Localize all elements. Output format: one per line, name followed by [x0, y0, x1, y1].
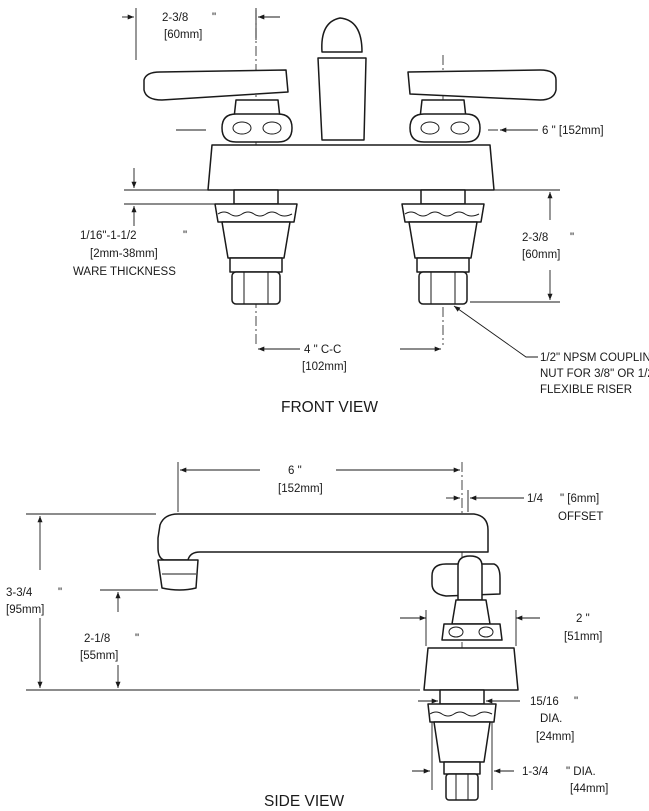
nut-dia-mm: [44mm]	[570, 783, 608, 795]
ware-thickness-inches: 1/16"-1-1/2	[80, 230, 137, 242]
left-hex-lower	[231, 271, 281, 305]
side-coupling-nut	[433, 721, 491, 763]
ware-thickness-mm: [2mm-38mm]	[90, 248, 158, 260]
left-locknut	[214, 203, 298, 223]
body-depth-inches: 2 "	[576, 613, 590, 625]
spout-clearance-inches: 2-1/8	[84, 633, 110, 645]
side-shank	[439, 689, 485, 705]
left-lever-handle	[143, 69, 289, 101]
right-handle-base	[409, 113, 481, 143]
nut-dia-inches: 1-3/4	[522, 766, 549, 778]
front-view-title: FRONT VIEW	[281, 399, 378, 416]
faucet-deck-body	[207, 144, 495, 191]
side-hex-lower	[445, 773, 479, 801]
right-coupling-nut	[408, 221, 478, 259]
center-to-center-mm: [102mm]	[302, 361, 347, 373]
right-lever-handle	[407, 69, 557, 101]
handle-neck	[451, 599, 491, 625]
nut-dia-suffix: " DIA.	[566, 766, 596, 778]
right-hex-lower	[418, 271, 468, 305]
spout-body	[317, 57, 367, 141]
deck-height-label: 6 " [152mm]	[542, 125, 604, 137]
shank-dia-inch-mark: "	[574, 696, 578, 708]
side-view-title: SIDE VIEW	[264, 793, 344, 810]
shank-length-inches: 2-3/8	[522, 232, 548, 244]
shank-length-inch-mark: "	[570, 232, 574, 244]
spout-reach-mm: [152mm]	[278, 483, 323, 495]
spout-reach-inches: 6 "	[288, 465, 302, 477]
offset-suffix: " [6mm]	[560, 493, 599, 505]
overall-height-mm: [95mm]	[6, 604, 44, 616]
left-handle-base	[221, 113, 293, 143]
spout-outlet	[157, 559, 199, 591]
overall-height-inches: 3-3/4	[6, 587, 33, 599]
handle-width-inches: 2-3/8	[162, 12, 188, 24]
front-view: 2-3/8 " [60mm] 6 " [152mm] 1/16"-1-1/2 "…	[73, 8, 649, 416]
body-depth-mm: [51mm]	[564, 631, 602, 643]
coupling-note-line-3: FLEXIBLE RISER	[540, 384, 632, 396]
spout-clearance-inch-mark: "	[135, 633, 139, 645]
ware-thickness-inch-mark: "	[183, 230, 187, 242]
right-locknut	[401, 203, 485, 223]
handle-stem	[457, 555, 483, 601]
spout-arm	[157, 513, 489, 561]
side-hex-upper	[443, 761, 481, 775]
left-hex-upper	[229, 257, 283, 273]
spout-clearance-mm: [55mm]	[80, 650, 118, 662]
offset-inches: 1/4	[527, 493, 544, 505]
faucet-body	[423, 647, 519, 691]
right-hex-upper	[416, 257, 470, 273]
side-locknut	[427, 703, 497, 723]
side-view: 6 " [152mm] 1/4 " [6mm] OFFSET 3-3/4 " […	[6, 462, 608, 810]
ware-thickness-note: WARE THICKNESS	[73, 266, 176, 278]
overall-height-inch-mark: "	[58, 587, 62, 599]
center-to-center-inches: 4 " C-C	[304, 344, 341, 356]
shank-dia-mm: [24mm]	[536, 731, 574, 743]
handle-width-inch-mark: "	[212, 12, 216, 24]
shank-length-mm: [60mm]	[522, 249, 560, 261]
spout-tip	[321, 17, 363, 53]
shank-dia-note: DIA.	[540, 713, 562, 725]
shank-dia-inches: 15/16	[530, 696, 559, 708]
handle-collar	[441, 623, 503, 641]
left-coupling-nut	[221, 221, 291, 259]
left-shank	[233, 189, 279, 205]
coupling-note-line-2: NUT FOR 3/8" OR 1/2"	[540, 368, 649, 380]
offset-note: OFFSET	[558, 511, 603, 523]
handle-width-mm: [60mm]	[164, 29, 202, 41]
coupling-note-line-1: 1/2" NPSM COUPLING	[540, 352, 649, 364]
right-shank	[420, 189, 466, 205]
